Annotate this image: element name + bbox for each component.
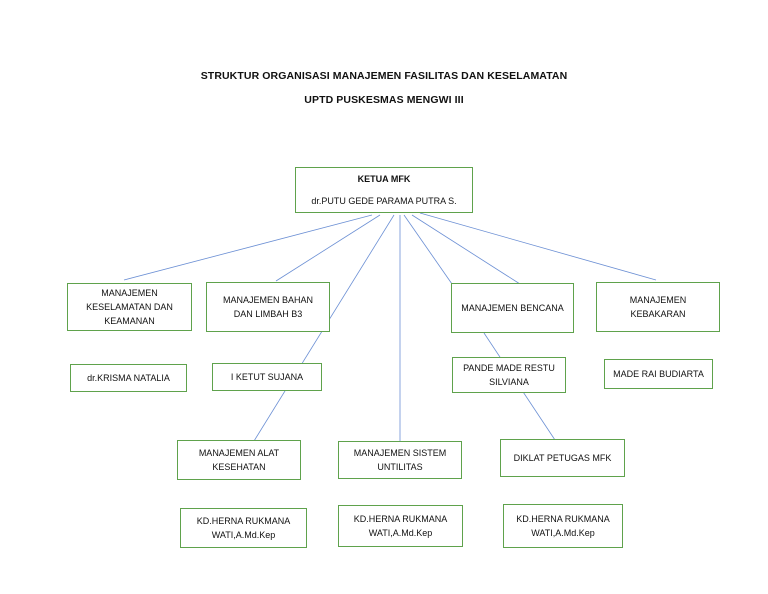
person-name: PANDE MADE RESTU	[463, 363, 555, 373]
unit-title-line: MANAJEMEN	[629, 295, 687, 305]
person-box-krisma-natalia: dr.KRISMA NATALIA	[70, 364, 187, 392]
person-box-pande-made-restu: PANDE MADE RESTU SILVIANA	[452, 357, 566, 393]
unit-title-line: DIKLAT PETUGAS MFK	[513, 453, 612, 463]
unit-title-line: MANAJEMEN BAHAN	[222, 295, 313, 305]
person-name: SILVIANA	[489, 377, 529, 387]
person-name: WATI,A.Md.Kep	[531, 528, 595, 538]
unit-box-sistem-utilitas: MANAJEMEN SISTEM UNTILITAS	[338, 441, 462, 479]
person-name: KD.HERNA RUKMANA	[196, 516, 291, 526]
unit-box-alat-kesehatan: MANAJEMEN ALAT KESEHATAN	[177, 440, 301, 480]
connector-head-to-unit-1	[123, 214, 373, 281]
unit-title-line: DAN LIMBAH B3	[233, 309, 303, 319]
unit-title-line: KESELAMATAN DAN	[86, 302, 173, 312]
person-box-herna-rukmana-2: KD.HERNA RUKMANA WATI,A.Md.Kep	[338, 505, 463, 547]
person-name: WATI,A.Md.Kep	[368, 528, 433, 538]
person-name: KD.HERNA RUKMANA	[516, 514, 610, 524]
person-name: MADE RAI BUDIARTA	[613, 369, 704, 379]
unit-title-line: KEBAKARAN	[630, 309, 686, 319]
connector-head-to-unit-3b	[411, 214, 521, 285]
head-box: KETUA MFK dr.PUTU GEDE PARAMA PUTRA S.	[295, 167, 473, 213]
unit-box-kebakaran: MANAJEMEN KEBAKARAN	[596, 282, 720, 332]
person-name: I KETUT SUJANA	[230, 372, 304, 382]
unit-box-bencana: MANAJEMEN BENCANA	[451, 283, 574, 333]
unit-title-line: MANAJEMEN	[101, 288, 158, 298]
person-box-made-rai-budiarta: MADE RAI BUDIARTA	[604, 359, 713, 389]
unit-box-diklat-petugas: DIKLAT PETUGAS MFK	[500, 439, 625, 477]
person-name: WATI,A.Md.Kep	[211, 530, 276, 540]
unit-box-bahan-limbah-b3: MANAJEMEN BAHAN DAN LIMBAH B3	[206, 282, 330, 332]
connector-head-to-unit-2	[275, 214, 381, 282]
head-name: dr.PUTU GEDE PARAMA PUTRA S.	[311, 196, 457, 206]
person-name: KD.HERNA RUKMANA	[353, 514, 448, 524]
person-box-herna-rukmana-3: KD.HERNA RUKMANA WATI,A.Md.Kep	[503, 504, 623, 548]
chart-subtitle: UPTD PUSKESMAS MENGWI III	[304, 94, 464, 106]
unit-title-line: KEAMANAN	[104, 316, 155, 326]
unit-title-line: MANAJEMEN SISTEM	[353, 448, 447, 458]
person-box-ketut-sujana: I KETUT SUJANA	[212, 363, 322, 391]
person-box-herna-rukmana-1: KD.HERNA RUKMANA WATI,A.Md.Kep	[180, 508, 307, 548]
head-role: KETUA MFK	[357, 174, 411, 184]
connector-head-to-unit-4	[419, 212, 657, 281]
unit-box-keselamatan-keamanan: MANAJEMEN KESELAMATAN DAN KEAMANAN	[67, 283, 192, 331]
unit-title-line: UNTILITAS	[377, 462, 423, 472]
unit-title-line: MANAJEMEN ALAT	[198, 448, 280, 458]
unit-title-line: KESEHATAN	[212, 462, 266, 472]
unit-title-line: MANAJEMEN BENCANA	[461, 303, 564, 313]
connector-head-to-unit-3	[403, 214, 453, 285]
chart-title: STRUKTUR ORGANISASI MANAJEMEN FASILITAS …	[200, 70, 568, 82]
person-name: dr.KRISMA NATALIA	[87, 373, 170, 383]
